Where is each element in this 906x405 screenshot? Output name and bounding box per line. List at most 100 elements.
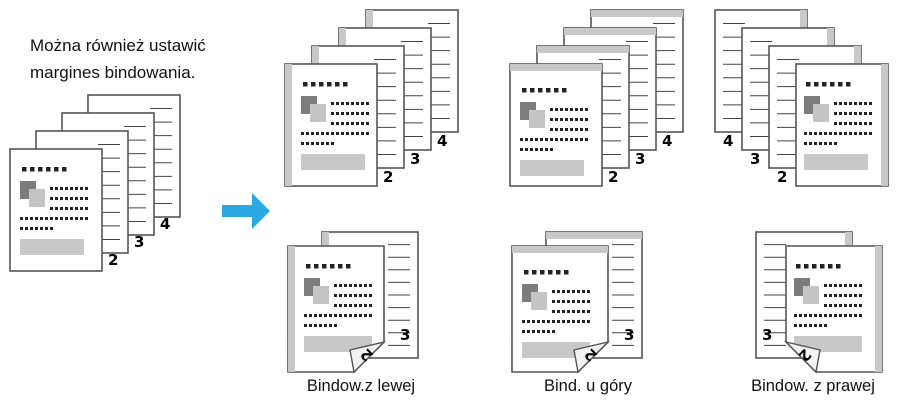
text-dot [567, 290, 570, 293]
text-dot [562, 320, 565, 323]
text-dot [55, 197, 58, 200]
text-dot [361, 132, 364, 135]
text-dot [45, 227, 48, 230]
text-dot [351, 112, 354, 115]
binding-margin-bar [512, 246, 608, 253]
text-dot [585, 138, 588, 141]
text-dot [80, 197, 83, 200]
text-dot [585, 108, 588, 111]
text-dot [577, 310, 580, 313]
text-dot [46, 167, 51, 172]
text-dot [556, 270, 561, 275]
text-dot [40, 227, 43, 230]
text-dot [344, 304, 347, 307]
text-dot [356, 132, 359, 135]
text-dot [306, 132, 309, 135]
text-dot [846, 82, 851, 87]
text-dot [319, 314, 322, 317]
stack-left-binding: 234 [284, 9, 459, 187]
text-dot [859, 132, 862, 135]
text-dot [369, 284, 372, 287]
text-dot [839, 132, 842, 135]
text-dot [54, 167, 59, 172]
text-dot [834, 102, 837, 105]
text-dot [331, 112, 334, 115]
text-dot [85, 187, 88, 190]
text-dot [354, 284, 357, 287]
text-dot [824, 324, 827, 327]
stack-top-binding: 234 [509, 9, 684, 187]
text-dot [839, 314, 842, 317]
text-dot [577, 320, 580, 323]
text-dot [806, 82, 811, 87]
text-dot [567, 300, 570, 303]
text-dot [314, 324, 317, 327]
text-dot [550, 108, 553, 111]
binding-margin-bar [288, 246, 295, 372]
page-number-label: 2 [108, 251, 118, 269]
text-dot [324, 324, 327, 327]
text-dot [354, 294, 357, 297]
text-dot [359, 304, 362, 307]
text-dot [557, 320, 560, 323]
binding-margin-bar [546, 232, 642, 239]
text-dot [859, 304, 862, 307]
text-dot [540, 138, 543, 141]
text-dot [65, 217, 68, 220]
text-dot [864, 102, 867, 105]
text-dot [567, 310, 570, 313]
text-dot [303, 82, 308, 87]
text-dot [844, 284, 847, 287]
text-dot [829, 132, 832, 135]
text-dot [849, 294, 852, 297]
text-dot [859, 102, 862, 105]
text-dot [527, 320, 530, 323]
text-dot [369, 314, 372, 317]
text-dot [524, 270, 529, 275]
text-dot [839, 284, 842, 287]
text-dot [829, 304, 832, 307]
text-dot [869, 102, 872, 105]
text-dot [314, 314, 317, 317]
text-dot [582, 320, 585, 323]
text-dot [361, 102, 364, 105]
text-dot [319, 324, 322, 327]
text-dot [854, 304, 857, 307]
text-dot [580, 138, 583, 141]
text-dot [356, 112, 359, 115]
text-dot [341, 122, 344, 125]
text-dot [575, 128, 578, 131]
text-dot [329, 314, 332, 317]
text-dot [844, 102, 847, 105]
text-dot [542, 320, 545, 323]
page-number-label: 3 [635, 150, 645, 168]
text-dot [804, 324, 807, 327]
text-dot [60, 217, 63, 220]
text-dot [535, 148, 538, 151]
text-dot [530, 88, 535, 93]
text-dot [854, 314, 857, 317]
text-dot [814, 132, 817, 135]
text-dot [849, 122, 852, 125]
source-pages: 234 [9, 94, 181, 272]
text-dot [60, 207, 63, 210]
text-dot [346, 102, 349, 105]
text-dot [331, 132, 334, 135]
text-dot [338, 264, 343, 269]
picture-block [313, 286, 329, 304]
text-dot [560, 108, 563, 111]
text-dot [587, 290, 590, 293]
text-dot [812, 264, 817, 269]
text-dot [838, 82, 843, 87]
text-dot [839, 122, 842, 125]
picture-block [803, 286, 819, 304]
text-dot [354, 314, 357, 317]
picture-block [529, 110, 545, 128]
arrow-right-icon [222, 193, 270, 229]
text-dot [369, 304, 372, 307]
text-dot [550, 138, 553, 141]
text-dot [346, 122, 349, 125]
text-dot [346, 132, 349, 135]
text-dot [849, 284, 852, 287]
text-dot [344, 284, 347, 287]
